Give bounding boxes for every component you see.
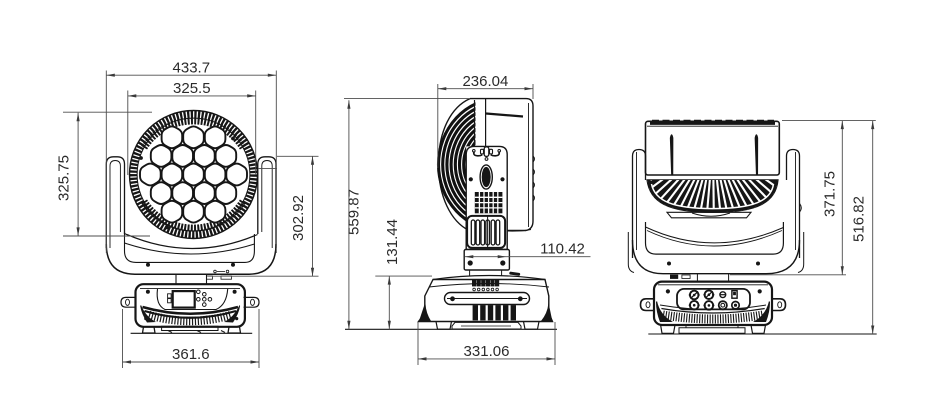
svg-text:236.04: 236.04 [462,73,508,90]
svg-text:559.87: 559.87 [346,189,363,235]
svg-text:331.06: 331.06 [464,343,510,360]
svg-text:371.75: 371.75 [822,171,839,217]
svg-text:361.6: 361.6 [172,346,210,363]
svg-text:516.82: 516.82 [851,196,868,242]
svg-text:433.7: 433.7 [173,59,211,76]
svg-text:325.5: 325.5 [173,80,211,97]
svg-text:110.42: 110.42 [540,241,585,258]
svg-text:325.75: 325.75 [56,155,73,201]
svg-text:131.44: 131.44 [384,219,401,265]
svg-text:302.92: 302.92 [290,195,307,241]
